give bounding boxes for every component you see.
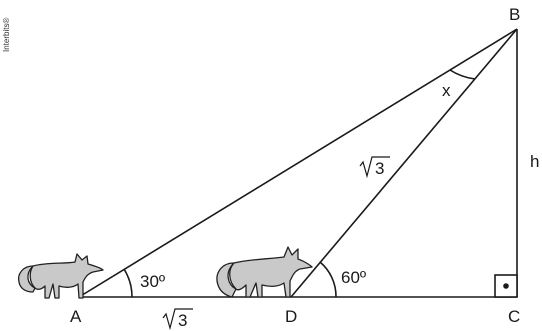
- angle-label-A: 30º: [140, 272, 165, 291]
- vertex-label-A: A: [70, 307, 82, 326]
- side-DB: [290, 28, 518, 298]
- side-label-BC: h: [530, 152, 539, 171]
- radicand-BD: 3: [375, 159, 384, 178]
- angle-label-B: x: [442, 81, 451, 100]
- angle-arc-D: [319, 261, 337, 298]
- radicand-AD: 3: [178, 311, 187, 330]
- side-label-BD: 3: [359, 156, 390, 179]
- vertex-label-D: D: [285, 307, 297, 326]
- angle-arc-B: [449, 69, 476, 80]
- angle-label-D: 60º: [341, 268, 366, 287]
- vertex-label-B: B: [509, 5, 520, 24]
- right-angle-mark-icon: [494, 274, 518, 298]
- fox-icon: [216, 246, 313, 298]
- angle-arc-A: [123, 268, 133, 298]
- side-label-AD: 3: [162, 308, 193, 331]
- vertex-label-C: C: [508, 307, 520, 326]
- side-AB: [78, 28, 518, 298]
- radical-sign-icon: [359, 156, 390, 179]
- credit-label: Interbits®: [2, 18, 11, 52]
- radical-sign-icon: [162, 308, 193, 331]
- fox-icon: [17, 253, 104, 299]
